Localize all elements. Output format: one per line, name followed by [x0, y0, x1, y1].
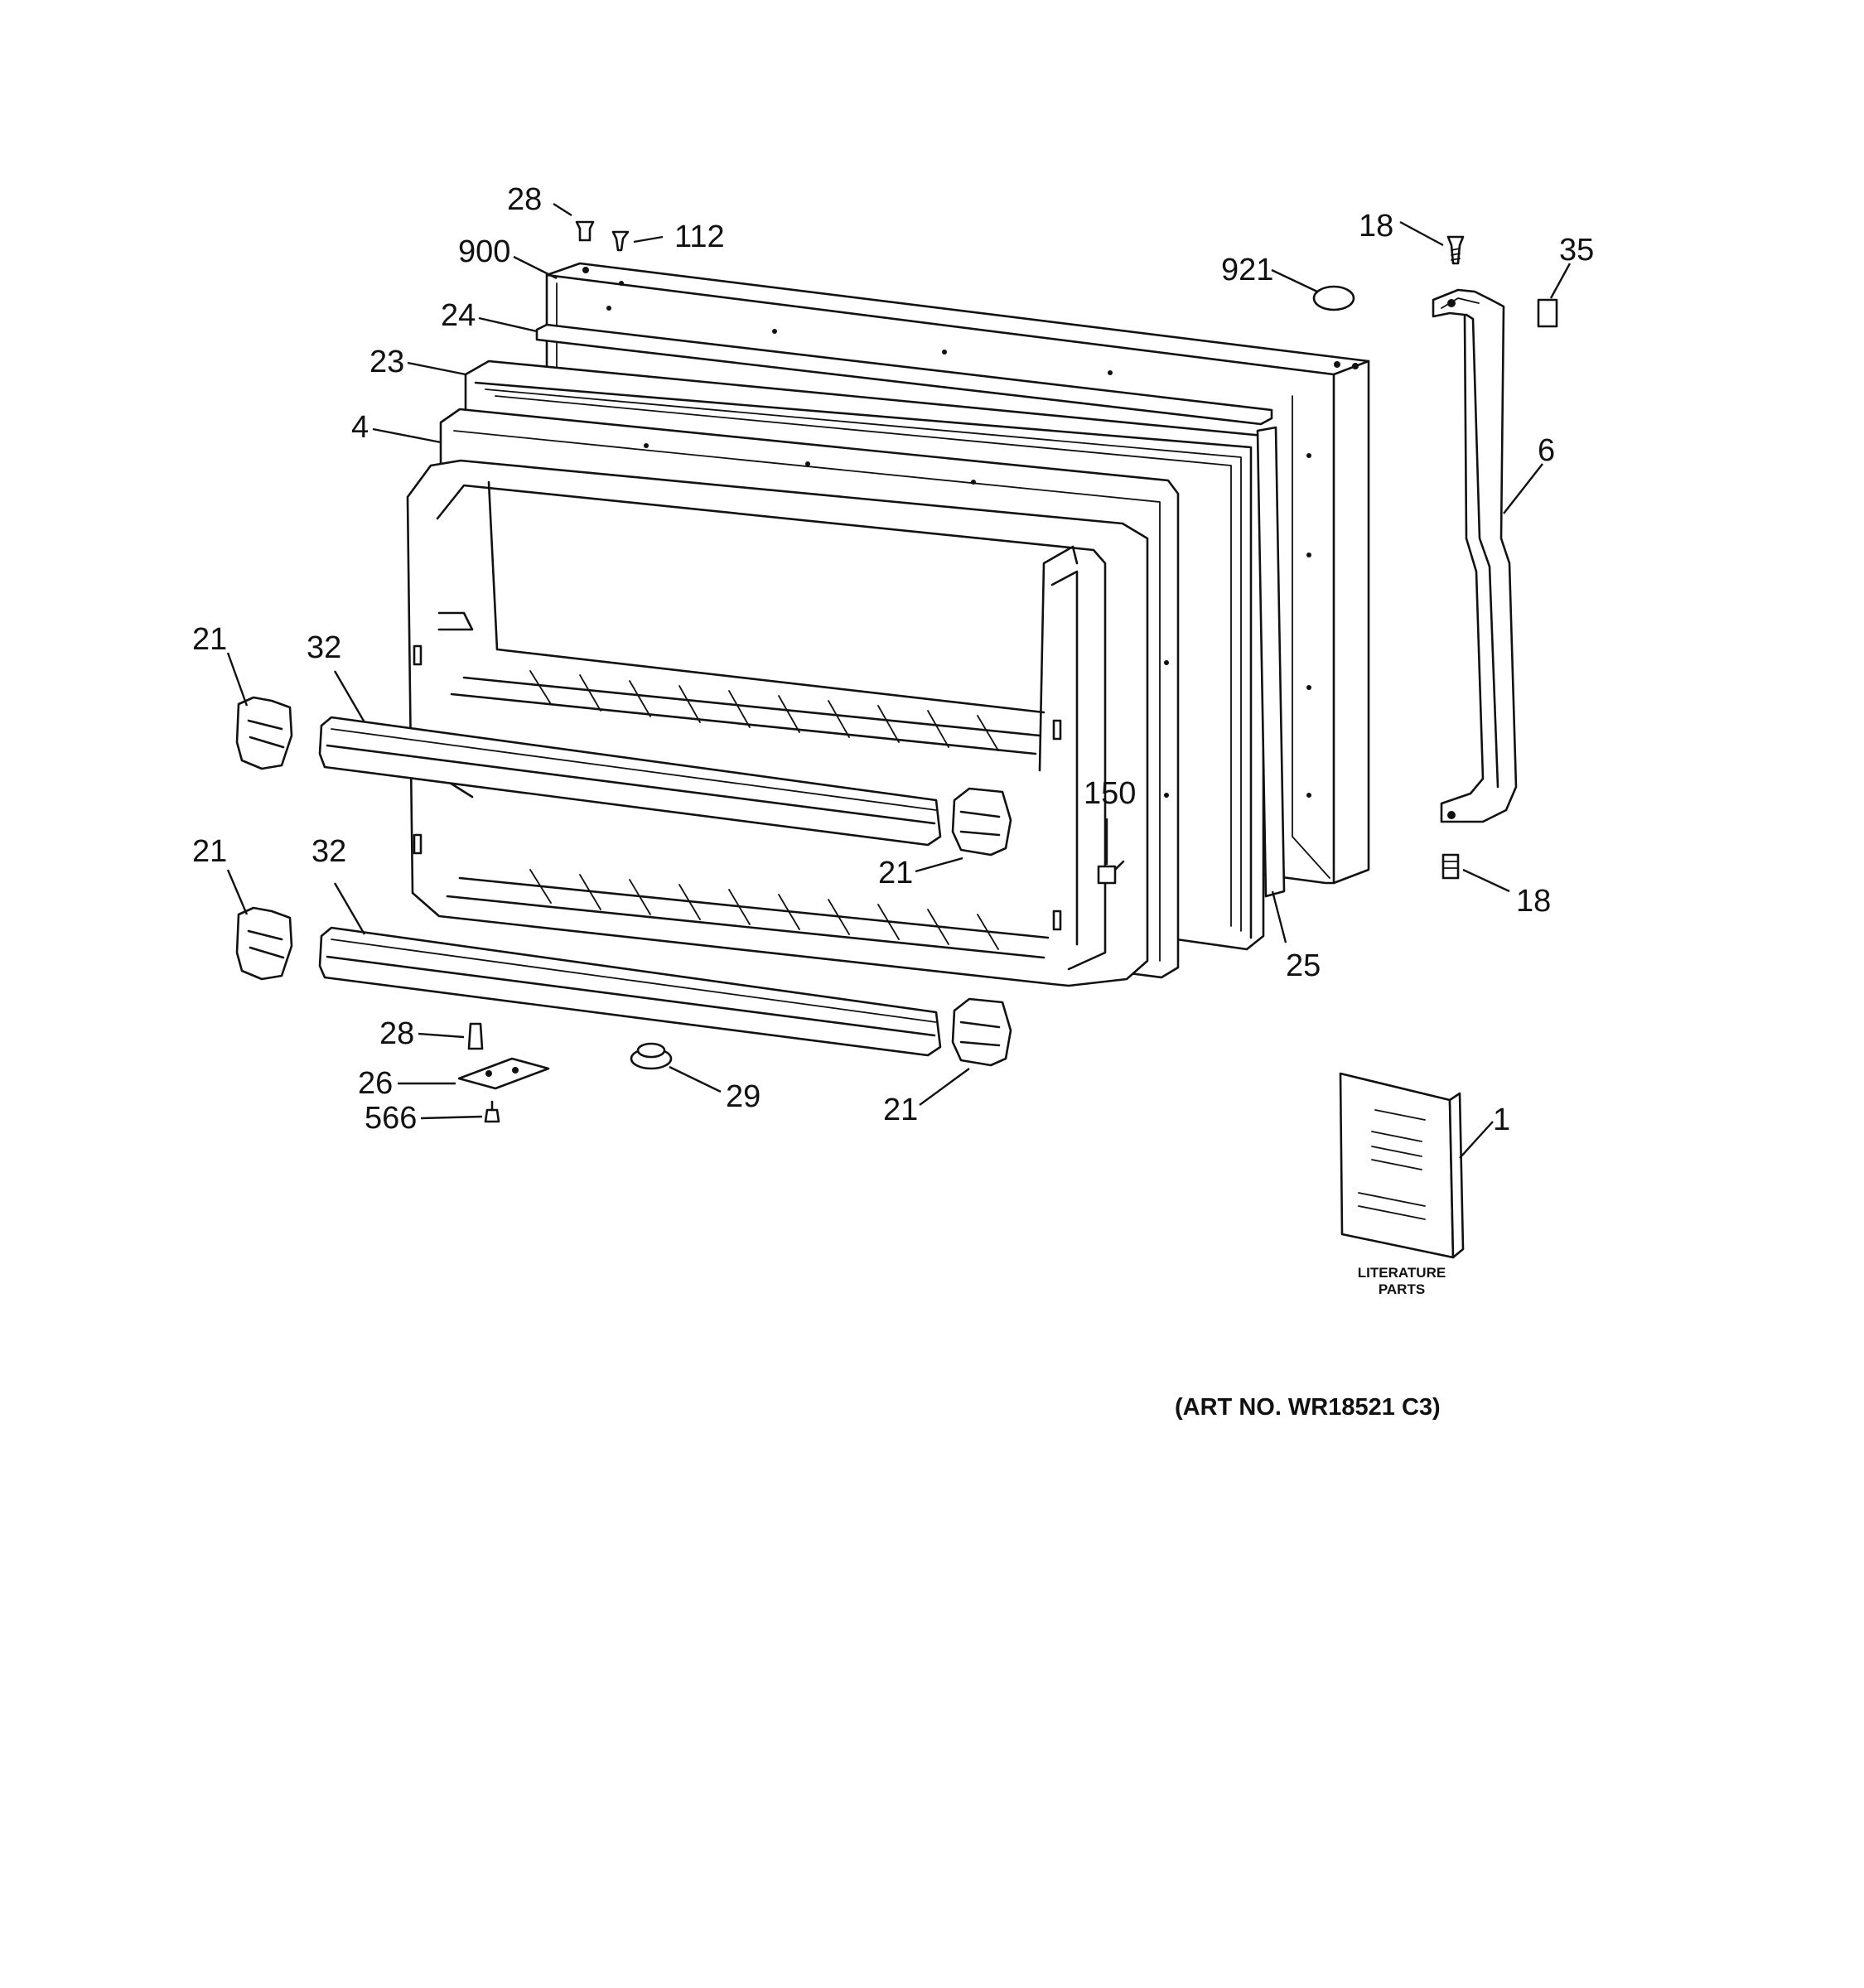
screw-150: [1097, 860, 1125, 885]
callout-18-top: 18: [1359, 209, 1393, 244]
plug-921: [1312, 285, 1355, 311]
callout-32-upper: 32: [307, 630, 341, 665]
door-liner: [406, 459, 1149, 987]
shelf-bar-cap-left-lower: [235, 906, 293, 981]
shelf-bar-lower: [318, 926, 942, 1057]
shelf-bar-cap-left-upper: [235, 696, 293, 770]
screw-18-bottom: [1441, 853, 1460, 880]
callout-32-lower: 32: [311, 834, 346, 869]
screw-112: [611, 230, 630, 252]
screw-28-top: [575, 220, 595, 242]
callout-29: 29: [726, 1079, 761, 1114]
callout-24: 24: [441, 298, 476, 333]
callout-35: 35: [1559, 233, 1594, 268]
mounting-plate-26: [457, 1057, 550, 1090]
screw-566: [484, 1100, 500, 1123]
callout-26: 26: [358, 1066, 393, 1101]
shelf-bar-cap-right-upper: [951, 787, 1012, 856]
callout-28-top: 28: [507, 182, 542, 217]
callout-21-left-lower: 21: [192, 834, 227, 869]
callouts: 28 112 900 24 23 4 921 18 35 6 21 32 150…: [192, 182, 1594, 1137]
callout-21-right-upper: 21: [878, 856, 913, 890]
leader-lines: [226, 202, 1572, 1159]
callout-4: 4: [351, 410, 369, 445]
art-number: (ART NO. WR18521 C3): [1175, 1394, 1441, 1421]
callout-900: 900: [458, 234, 510, 269]
callout-21-right-lower: 21: [883, 1093, 918, 1127]
callout-6: 6: [1538, 433, 1555, 468]
callout-566: 566: [365, 1101, 417, 1136]
end-cap-35: [1537, 298, 1558, 328]
callout-921: 921: [1221, 253, 1273, 287]
shelf-bar-cap-right-lower: [951, 997, 1012, 1067]
callout-21-left-upper: 21: [192, 622, 227, 657]
callout-150: 150: [1084, 776, 1136, 811]
callout-112: 112: [674, 220, 725, 254]
literature-book: [1339, 1072, 1465, 1259]
gasket-strip: [1256, 426, 1286, 898]
callout-18-bottom: 18: [1516, 884, 1551, 919]
callout-25: 25: [1286, 948, 1321, 983]
literature-label-line-1: LITERATURE: [1358, 1265, 1446, 1281]
pin-28-bottom: [467, 1022, 484, 1050]
callout-1: 1: [1493, 1103, 1510, 1137]
callout-28-bottom: 28: [379, 1016, 414, 1051]
shelf-bar-upper: [318, 716, 942, 847]
callout-23: 23: [369, 345, 404, 379]
breaker-strip: [535, 323, 1273, 426]
bumper-29: [630, 1042, 673, 1070]
door-handle: [1432, 288, 1518, 823]
literature-label-line-2: PARTS: [1379, 1281, 1425, 1297]
screw-18-top: [1446, 235, 1465, 265]
